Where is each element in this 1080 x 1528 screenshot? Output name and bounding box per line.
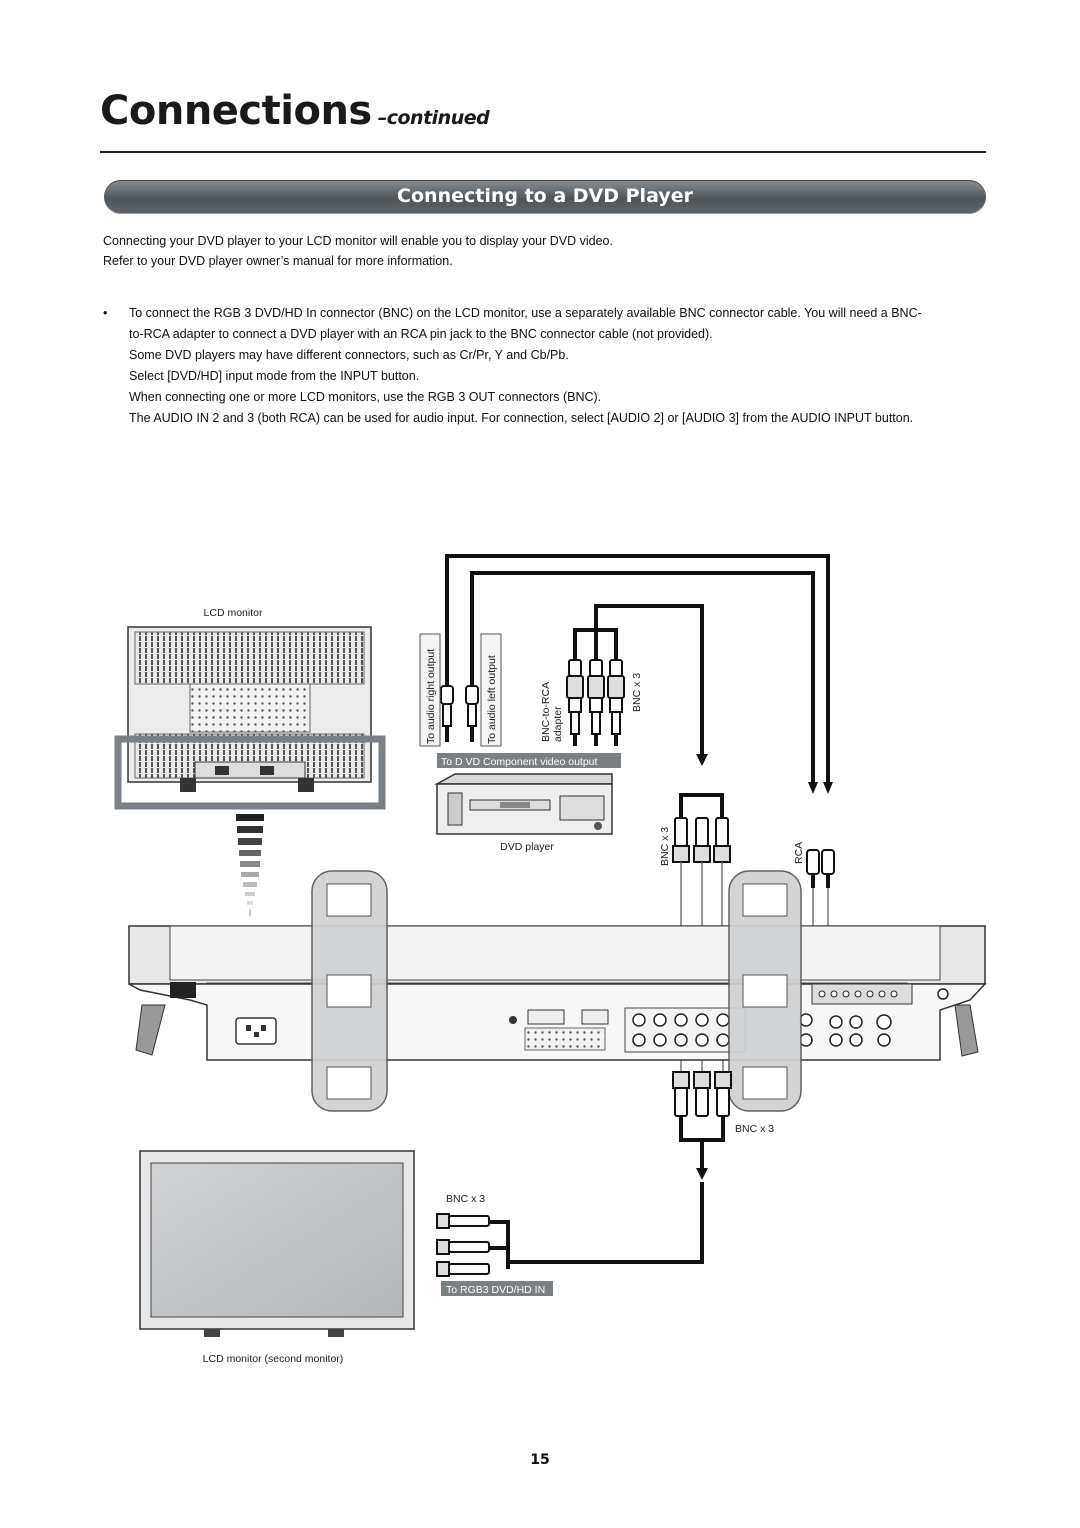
intro-line-1: Connecting your DVD player to your LCD m…	[103, 234, 613, 248]
second-monitor-label: LCD monitor (second monitor)	[203, 1353, 344, 1365]
component-output-tag: To D VD Component video output	[437, 753, 621, 768]
bullet-line-6: The AUDIO IN 2 and 3 (both RCA) can be u…	[129, 411, 914, 425]
bullet-line-1: To connect the RGB 3 DVD/HD In connector…	[129, 306, 922, 320]
zoom-indicator	[236, 814, 264, 916]
bullet-marker: •	[103, 306, 108, 320]
page-title-suffix: –continued	[377, 107, 490, 129]
bnc-x3-label-mid: BNC x 3	[659, 827, 671, 866]
bnc-x3-label-in: BNC x 3	[446, 1193, 485, 1205]
intro-text: Connecting your DVD player to your LCD m…	[103, 231, 613, 271]
lcd-monitor-second: LCD monitor (second monitor)	[139, 1150, 415, 1365]
instructions-list: • To connect the RGB 3 DVD/HD In connect…	[103, 303, 989, 429]
list-item: • To connect the RGB 3 DVD/HD In connect…	[103, 303, 989, 429]
bnc-rca-adapter-label-1: BNC-to-RCA	[540, 682, 552, 742]
bnc-connectors-middle: BNC x 3 RCA	[659, 817, 835, 888]
component-output-label: To D VD Component video output	[441, 756, 598, 768]
bnc-rca-adapter-label-2: adapter	[552, 706, 564, 742]
lcd-monitor-label: LCD monitor	[204, 607, 263, 619]
intro-line-2: Refer to your DVD player owner’s manual …	[103, 254, 453, 268]
rca-label: RCA	[793, 842, 805, 864]
page-number: 15	[530, 1452, 550, 1468]
bullet-line-2: to-RCA adapter to connect a DVD player w…	[129, 327, 713, 341]
dvd-player: DVD player	[434, 773, 613, 853]
arrow-icons	[696, 754, 833, 1180]
audio-left-label: To audio left output	[486, 655, 498, 744]
bnc-x3-label-top: BNC x 3	[631, 673, 643, 712]
cables	[445, 554, 830, 1269]
bullet-line-5: When connecting one or more LCD monitors…	[129, 390, 602, 404]
audio-labels: To audio right output To audio left outp…	[419, 633, 502, 747]
section-header-bar: Connecting to a DVD Player	[104, 180, 986, 214]
bnc-x3-label-out: BNC x 3	[735, 1123, 774, 1135]
bnc-connectors-out: BNC x 3	[672, 1071, 774, 1135]
lcd-monitor-rear: LCD monitor	[114, 607, 386, 810]
title-rule	[100, 151, 986, 153]
bnc-connectors-in: BNC x 3 To RGB3 DVD/HD IN	[436, 1193, 553, 1296]
bnc-to-rca-adapters: BNC-to-RCA adapter BNC x 3	[540, 659, 643, 746]
rgb3-in-label: To RGB3 DVD/HD IN	[446, 1284, 545, 1296]
audio-rca-plugs	[440, 685, 479, 742]
page-title-main: Connections	[100, 88, 372, 134]
zoom-frames	[311, 870, 802, 1112]
bullet-line-4: Select [DVD/HD] input mode from the INPU…	[129, 369, 420, 383]
bullet-line-3: Some DVD players may have different conn…	[129, 348, 569, 362]
section-title: Connecting to a DVD Player	[397, 185, 693, 207]
audio-right-label: To audio right output	[425, 649, 437, 744]
lcd-monitor-panel-rear	[128, 925, 987, 1061]
dvd-player-label: DVD player	[500, 841, 554, 853]
page-title: Connections–continued	[100, 88, 490, 134]
